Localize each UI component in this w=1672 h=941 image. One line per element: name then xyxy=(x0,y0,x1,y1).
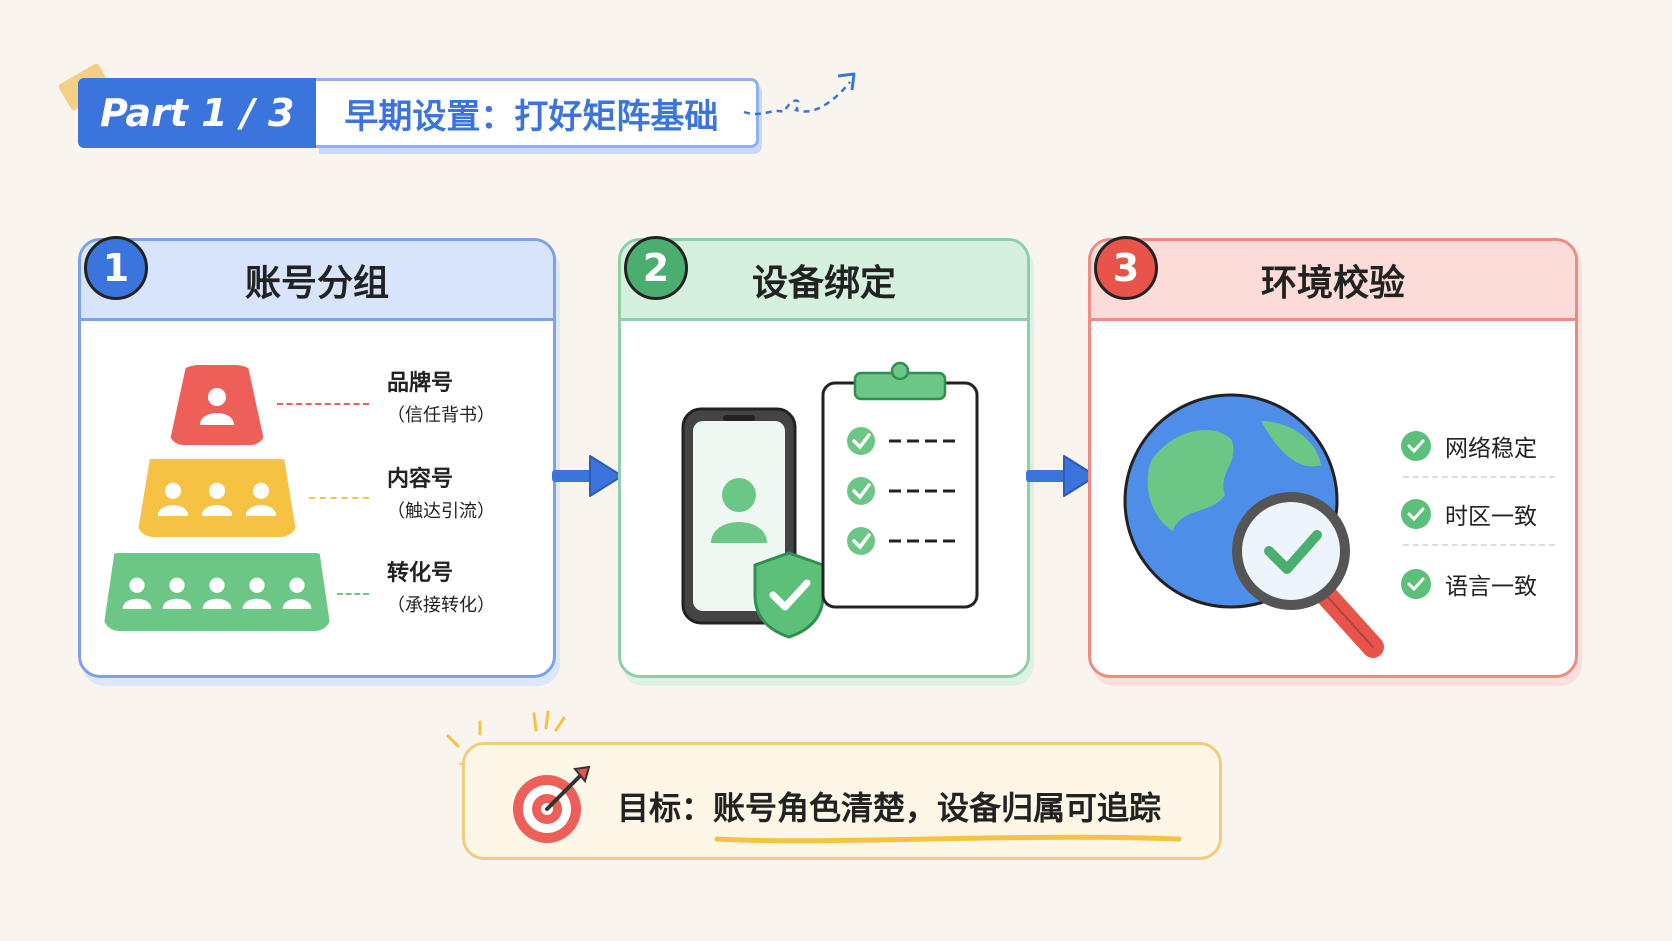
check-icon xyxy=(1401,431,1431,461)
user-icon xyxy=(245,482,277,516)
check-icon xyxy=(1401,499,1431,529)
user-icon xyxy=(242,577,272,609)
step-number-2: 2 xyxy=(624,236,688,300)
card-title: 环境校验 xyxy=(1091,241,1575,321)
tier-content xyxy=(137,459,297,537)
separator xyxy=(1403,476,1555,478)
dash-line xyxy=(337,593,369,595)
tier-name: 品牌号 xyxy=(387,371,454,396)
tier-conversion xyxy=(103,553,331,631)
clipboard-icon xyxy=(821,361,979,609)
arrow-right-icon xyxy=(1026,455,1097,497)
step-number-3: 3 xyxy=(1094,236,1158,300)
check-item: 网络稳定 xyxy=(1401,429,1537,463)
tier-name: 转化号 xyxy=(387,561,454,586)
user-icon xyxy=(157,482,189,516)
user-icon xyxy=(200,388,234,425)
user-icon xyxy=(202,577,232,609)
arrow-right-icon xyxy=(552,455,623,497)
card-environment-check: 环境校验 网络稳定 时区一致 xyxy=(1088,238,1578,678)
card-device-binding: 设备绑定 xyxy=(618,238,1030,678)
check-label: 语言一致 xyxy=(1445,574,1537,600)
part-badge: Part 1 / 3 xyxy=(78,78,317,148)
card-title: 设备绑定 xyxy=(621,241,1027,321)
header-title: 早期设置：打好矩阵基础 xyxy=(316,78,760,148)
separator xyxy=(1403,544,1555,546)
check-label: 时区一致 xyxy=(1445,504,1537,530)
header: Part 1 / 3 早期设置：打好矩阵基础 xyxy=(78,78,760,148)
card-account-grouping: 账号分组 品牌号 （信任背书） 内容号 （触达引流） xyxy=(78,238,556,678)
user-icon xyxy=(122,577,152,609)
tier-brand xyxy=(169,365,265,445)
tier-sub: （信任背书） xyxy=(387,405,495,426)
user-icon xyxy=(282,577,312,609)
user-icon xyxy=(201,482,233,516)
squiggle-arrow-icon xyxy=(743,72,856,116)
tier-sub: （承接转化） xyxy=(387,595,495,616)
highlight-underline xyxy=(714,834,1182,844)
check-label: 网络稳定 xyxy=(1445,436,1537,462)
check-item: 时区一致 xyxy=(1401,497,1537,531)
globe-icon xyxy=(1123,393,1384,658)
check-item: 语言一致 xyxy=(1401,567,1537,601)
target-icon xyxy=(513,765,591,843)
card-title: 账号分组 xyxy=(81,241,553,321)
goal-text: 目标：账号角色清楚，设备归属可追踪 xyxy=(617,789,1162,827)
tier-name: 内容号 xyxy=(387,467,454,492)
user-icon xyxy=(162,577,192,609)
spark-lines-icon xyxy=(532,710,566,732)
shield-check-icon xyxy=(753,551,825,639)
dash-line xyxy=(277,403,369,405)
dash-line xyxy=(309,497,369,499)
check-icon xyxy=(1401,569,1431,599)
step-number-1: 1 xyxy=(84,236,148,300)
goal-panel: 目标：账号角色清楚，设备归属可追踪 xyxy=(462,742,1222,860)
tier-sub: （触达引流） xyxy=(387,501,495,522)
